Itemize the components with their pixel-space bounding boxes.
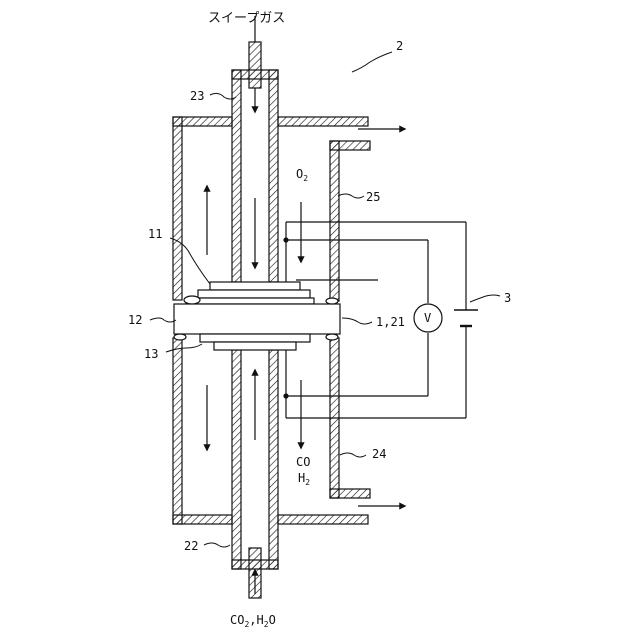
ref-25: 25 xyxy=(366,190,380,204)
ref-11: 11 xyxy=(148,227,162,241)
ref-1-21: 1,21 xyxy=(376,315,405,329)
inlet-gas-label: CO2,H2O xyxy=(230,613,276,629)
voltmeter-label: V xyxy=(424,311,431,325)
o2-label: O2 xyxy=(296,167,308,183)
figure-ref-2: 2 xyxy=(396,39,403,53)
sweep-gas-label: スイープガス xyxy=(208,11,285,26)
electrolyte-plate-12 xyxy=(174,304,340,334)
h2-label: H2 xyxy=(298,471,310,487)
ref-13: 13 xyxy=(144,347,158,361)
ref-23: 23 xyxy=(190,89,204,103)
ref-22: 22 xyxy=(184,539,198,553)
co-label: CO xyxy=(296,455,310,469)
cell-stack xyxy=(174,282,340,350)
ref-3: 3 xyxy=(504,291,511,305)
ref-24: 24 xyxy=(372,447,386,461)
ref-12: 12 xyxy=(128,313,142,327)
seal-ring xyxy=(184,296,200,304)
